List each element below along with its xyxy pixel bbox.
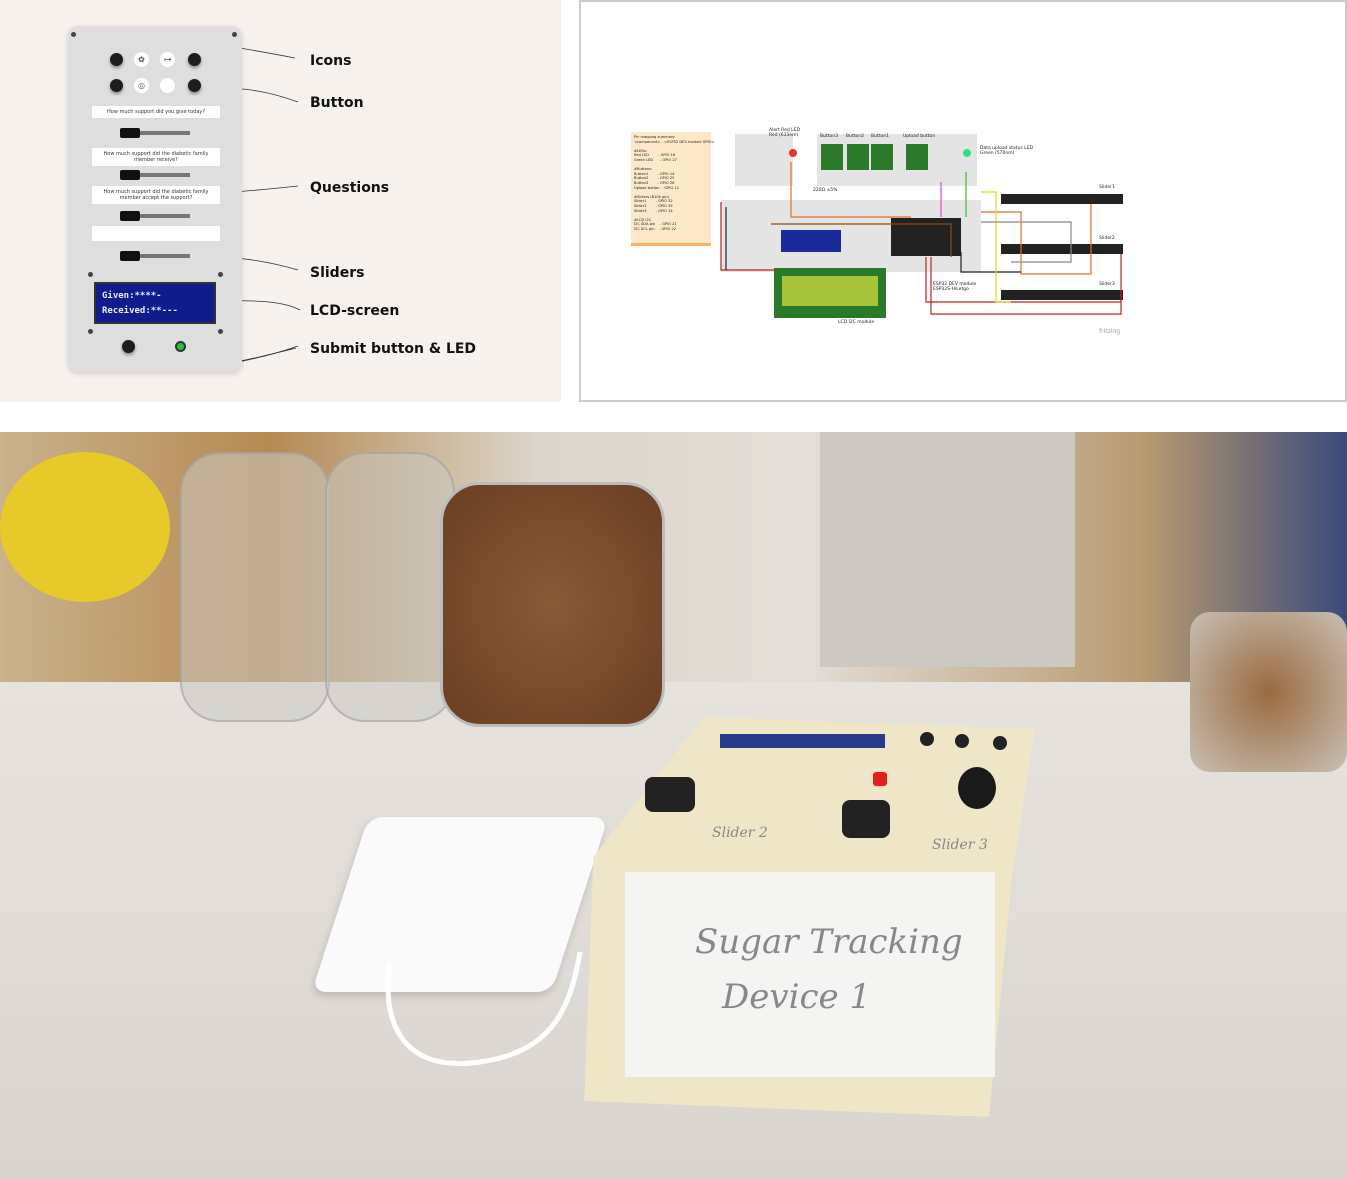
breadboard-small bbox=[735, 134, 793, 186]
button2 bbox=[847, 144, 869, 170]
device-label-line-2: Device 1 bbox=[722, 977, 872, 1017]
question-3: How much support did the diabetic family… bbox=[92, 186, 220, 204]
glass bbox=[325, 452, 455, 722]
slider-3[interactable] bbox=[120, 211, 190, 221]
red-led bbox=[789, 149, 797, 157]
button1-label: Button1 bbox=[871, 134, 889, 139]
glass bbox=[180, 452, 330, 722]
pecan-jar bbox=[440, 482, 665, 727]
label-submit: Submit button & LED bbox=[310, 341, 477, 357]
wiring-diagram bbox=[720, 134, 1123, 318]
slider2 bbox=[1001, 244, 1123, 254]
lcd-line-2: Received:**--- bbox=[102, 306, 178, 316]
green-led bbox=[963, 149, 971, 157]
question-1: How much support did you give today? bbox=[92, 106, 220, 118]
label-lcd-screen: LCD-screen bbox=[310, 303, 400, 319]
upload-button-label: Upload button bbox=[903, 134, 936, 139]
slider3-label: Slider3 bbox=[1099, 282, 1115, 287]
question-4 bbox=[92, 226, 220, 241]
screw bbox=[88, 272, 93, 277]
label-questions: Questions bbox=[310, 180, 390, 196]
slider-thumb[interactable] bbox=[120, 251, 140, 261]
button[interactable] bbox=[110, 53, 123, 66]
slider-4[interactable] bbox=[120, 251, 190, 261]
button bbox=[955, 734, 969, 748]
slider3-handwritten: Slider 3 bbox=[932, 837, 988, 853]
button bbox=[993, 736, 1007, 750]
question-2: How much support did the diabetic family… bbox=[92, 148, 220, 166]
esp32-label: ESP32 DEV module ESP32S-HiLetgo bbox=[933, 282, 977, 292]
label-card bbox=[625, 872, 995, 1077]
usb-cable bbox=[385, 952, 583, 1066]
screw bbox=[218, 329, 223, 334]
red-led-label: Alert Red LED Red (633nm) bbox=[769, 128, 800, 138]
slider-1[interactable] bbox=[120, 128, 190, 138]
slider2-handwritten: Slider 2 bbox=[712, 825, 768, 841]
prototype-photo: Slider 2 Slider 3 Sugar Tracking Device … bbox=[0, 432, 1347, 1179]
resistor-label: 220Ω ±5% bbox=[813, 188, 838, 193]
breadboard-schematic: Pin mapping summary: <component> - <ESP3… bbox=[579, 0, 1347, 402]
screw bbox=[71, 32, 76, 37]
slider-knob bbox=[842, 800, 890, 838]
button3-label: Button3 bbox=[820, 134, 838, 139]
walnut-container bbox=[1190, 612, 1347, 772]
button bbox=[920, 732, 934, 746]
speaker bbox=[820, 432, 1075, 667]
slider1-label: Slider1 bbox=[1099, 185, 1115, 190]
clover-icon: ✿ bbox=[134, 52, 149, 67]
lcd-screen: Given:****- Received:**--- bbox=[94, 282, 216, 324]
slider-thumb[interactable] bbox=[120, 128, 140, 138]
slider-thumb[interactable] bbox=[120, 170, 140, 180]
dumbbell-icon: ⊶ bbox=[160, 52, 175, 67]
label-sliders: Sliders bbox=[310, 265, 365, 281]
button2-label: Button2 bbox=[846, 134, 864, 139]
slider-2[interactable] bbox=[120, 170, 190, 180]
i2c-module bbox=[781, 230, 841, 252]
fritzing-watermark: fritzing bbox=[1099, 328, 1121, 335]
blank-icon bbox=[160, 78, 175, 93]
slider-thumb[interactable] bbox=[120, 211, 140, 221]
label-icons: Icons bbox=[310, 53, 352, 69]
button1 bbox=[871, 144, 893, 170]
screw bbox=[232, 32, 237, 37]
button[interactable] bbox=[188, 79, 201, 92]
slider-knob bbox=[645, 777, 695, 812]
label-button: Button bbox=[310, 95, 364, 111]
button[interactable] bbox=[188, 53, 201, 66]
submit-button[interactable] bbox=[122, 340, 135, 353]
device-label-line-1: Sugar Tracking bbox=[695, 922, 963, 962]
status-led bbox=[175, 341, 186, 352]
screw bbox=[88, 329, 93, 334]
green-led-label: Data upload status LED Green (570nm) bbox=[980, 146, 1034, 156]
prototype-lcd bbox=[720, 734, 885, 748]
lemons bbox=[0, 452, 170, 602]
device-panel: ✿ ⊶ ◎ How much support did you give toda… bbox=[68, 26, 242, 372]
slider2-label: Slider2 bbox=[1099, 236, 1115, 241]
screw bbox=[218, 272, 223, 277]
slider3 bbox=[1001, 290, 1123, 300]
pin-mapping-note: Pin mapping summary: <component> - <ESP3… bbox=[631, 132, 714, 246]
button[interactable] bbox=[110, 79, 123, 92]
breadboard-buttons bbox=[817, 134, 977, 186]
lcd-display bbox=[782, 276, 878, 306]
slider1 bbox=[1001, 194, 1123, 204]
submit-button bbox=[958, 767, 996, 809]
button3 bbox=[821, 144, 843, 170]
red-led bbox=[873, 772, 887, 786]
lcd-line-1: Given:****- bbox=[102, 291, 162, 301]
lcd-module-label: LCD I2C module bbox=[838, 320, 875, 325]
hug-icon: ◎ bbox=[134, 78, 149, 93]
upload-button bbox=[906, 144, 928, 170]
device-design-illustration: ✿ ⊶ ◎ How much support did you give toda… bbox=[0, 0, 561, 402]
